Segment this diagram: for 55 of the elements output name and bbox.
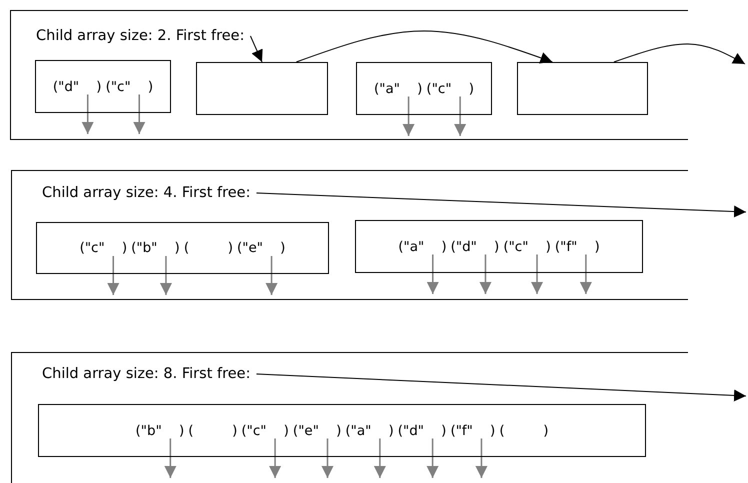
child-entry: ( ): [188, 422, 238, 438]
heading-text: Child array size: 8. First free:: [42, 365, 250, 383]
child-pointer-arrow: [402, 96, 415, 136]
child-pointer-arrow: [82, 94, 94, 134]
array-panel: [11, 352, 688, 483]
child-entry: ("f" ): [554, 238, 600, 254]
child-entry: ("c" ): [426, 80, 474, 96]
child-pointer-arrow: [454, 96, 466, 136]
array-box: [517, 62, 648, 115]
child-entry: ("e" ): [292, 422, 342, 438]
child-entry: ( ): [499, 422, 548, 438]
array-panel: [10, 10, 688, 140]
child-pointer-arrow: [133, 94, 146, 134]
child-pointer-arrow: [475, 438, 488, 478]
child-entry: ("d" ): [450, 238, 500, 254]
heading-text: Child array size: 4. First free:: [42, 184, 250, 202]
child-entry: ("d" ): [52, 78, 102, 94]
child-entry: ("b" ): [136, 422, 184, 438]
child-pointer-arrow: [160, 256, 172, 295]
child-entry: ("a" ): [374, 80, 422, 96]
child-pointer-arrow: [107, 256, 120, 295]
child-entry: ("e" ): [236, 240, 286, 256]
child-entry: ("b" ): [131, 240, 180, 256]
pointer-arrow: [256, 192, 746, 218]
array-box: [36, 222, 329, 274]
array-box: [38, 404, 646, 457]
child-entry: ("a" ): [398, 238, 447, 254]
child-entry: ("f" ): [450, 422, 496, 438]
child-entry: ("c" ): [80, 240, 128, 256]
child-pointer-arrow: [426, 254, 439, 294]
array-box: [196, 62, 328, 115]
pointer-arrow: [296, 30, 553, 64]
child-pointer-arrow: [269, 438, 282, 478]
pointer-arrow: [613, 44, 746, 64]
child-pointer-arrow: [164, 438, 176, 478]
pointer-arrow: [250, 36, 263, 62]
heading-text: Child array size: 2. First free:: [36, 27, 244, 45]
child-entry: ("d" ): [398, 422, 446, 438]
child-pointer-arrow: [266, 256, 278, 295]
child-pointer-arrow: [426, 438, 439, 478]
child-pointer-arrow: [479, 254, 492, 294]
child-entry: ("a" ): [345, 422, 394, 438]
child-entry: ("c" ): [241, 422, 289, 438]
child-entry: ("c" ): [106, 78, 154, 94]
child-entry: ("c" ): [503, 238, 551, 254]
pointer-arrow: [256, 374, 746, 402]
array-box: [35, 60, 171, 113]
child-pointer-arrow: [322, 438, 334, 478]
child-pointer-arrow: [374, 438, 386, 478]
child-entry: ( ): [184, 240, 233, 256]
child-pointer-arrow: [580, 254, 592, 294]
array-panel: [11, 170, 688, 300]
child-pointer-arrow: [531, 254, 544, 294]
array-box: [356, 62, 492, 115]
array-box: [355, 220, 643, 273]
